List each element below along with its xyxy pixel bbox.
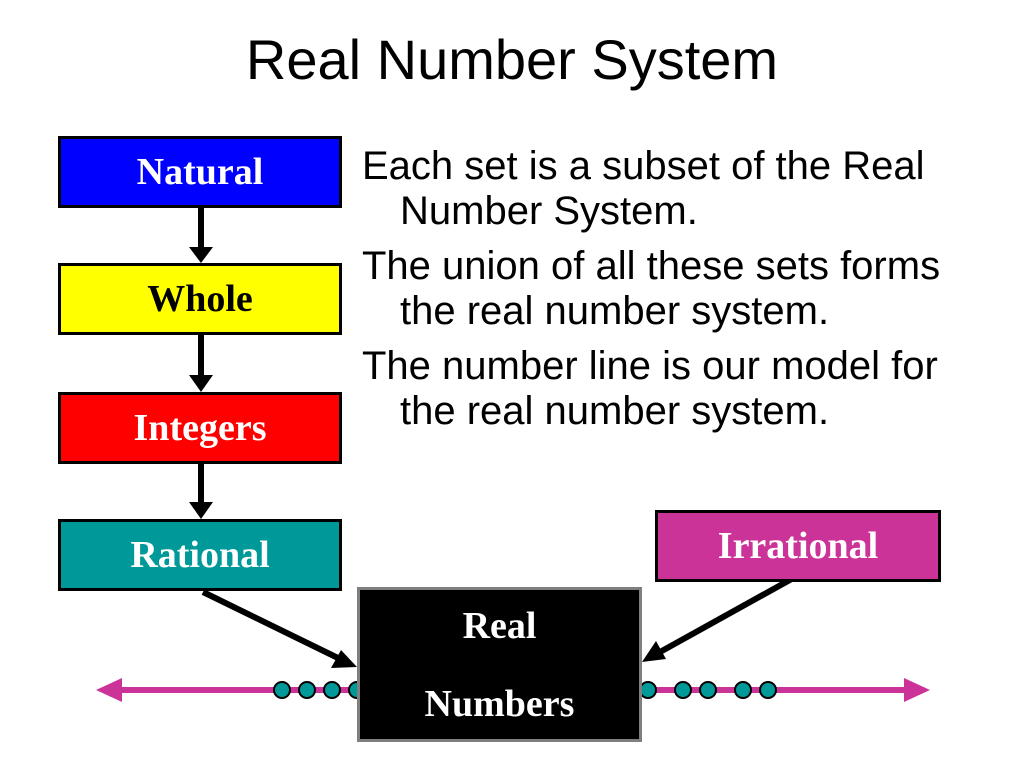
number-line-left-arrowhead — [96, 678, 122, 702]
whole-set-label: Whole — [147, 278, 253, 320]
integers-set-label: Integers — [133, 407, 267, 449]
real-numbers-label-line1: Real — [462, 605, 537, 647]
number-line-dot — [273, 681, 291, 699]
rational-set-box: Rational — [58, 519, 342, 591]
number-line-dot — [639, 681, 657, 699]
real-numbers-box: Real Numbers — [357, 587, 642, 742]
natural-set-box: Natural — [58, 136, 342, 208]
arrowhead-natural-to-whole — [189, 247, 213, 263]
bullet-item: The union of all these sets forms the re… — [362, 244, 941, 333]
arrowhead-whole-to-integers — [189, 375, 213, 392]
bullet-list: Each set is a subset of the Real Number … — [362, 144, 1002, 444]
bullet-item: Each set is a subset of the Real Number … — [362, 144, 925, 233]
arrowhead-irrational-to-real — [642, 641, 666, 662]
number-line-dot — [674, 681, 692, 699]
number-line-dot — [759, 681, 777, 699]
natural-set-label: Natural — [136, 151, 264, 193]
number-line-dot — [323, 681, 341, 699]
integers-set-box: Integers — [58, 392, 342, 464]
irrational-set-label: Irrational — [717, 525, 879, 567]
arrowhead-rational-to-real — [331, 650, 357, 668]
number-line-dot — [298, 681, 316, 699]
arrowhead-integers-to-rational — [189, 502, 213, 519]
rational-set-label: Rational — [130, 534, 270, 576]
bullet-item: The number line is our model for the rea… — [362, 344, 938, 433]
number-line-dot — [699, 681, 717, 699]
arrow-rational-to-real — [201, 589, 340, 661]
irrational-set-box: Irrational — [655, 510, 941, 582]
real-numbers-label-line2: Numbers — [424, 683, 575, 725]
whole-set-box: Whole — [58, 263, 342, 335]
arrow-irrational-to-real — [658, 573, 799, 655]
number-line-dot — [734, 681, 752, 699]
slide-title: Real Number System — [245, 28, 779, 91]
number-line-right-arrowhead — [904, 678, 930, 702]
